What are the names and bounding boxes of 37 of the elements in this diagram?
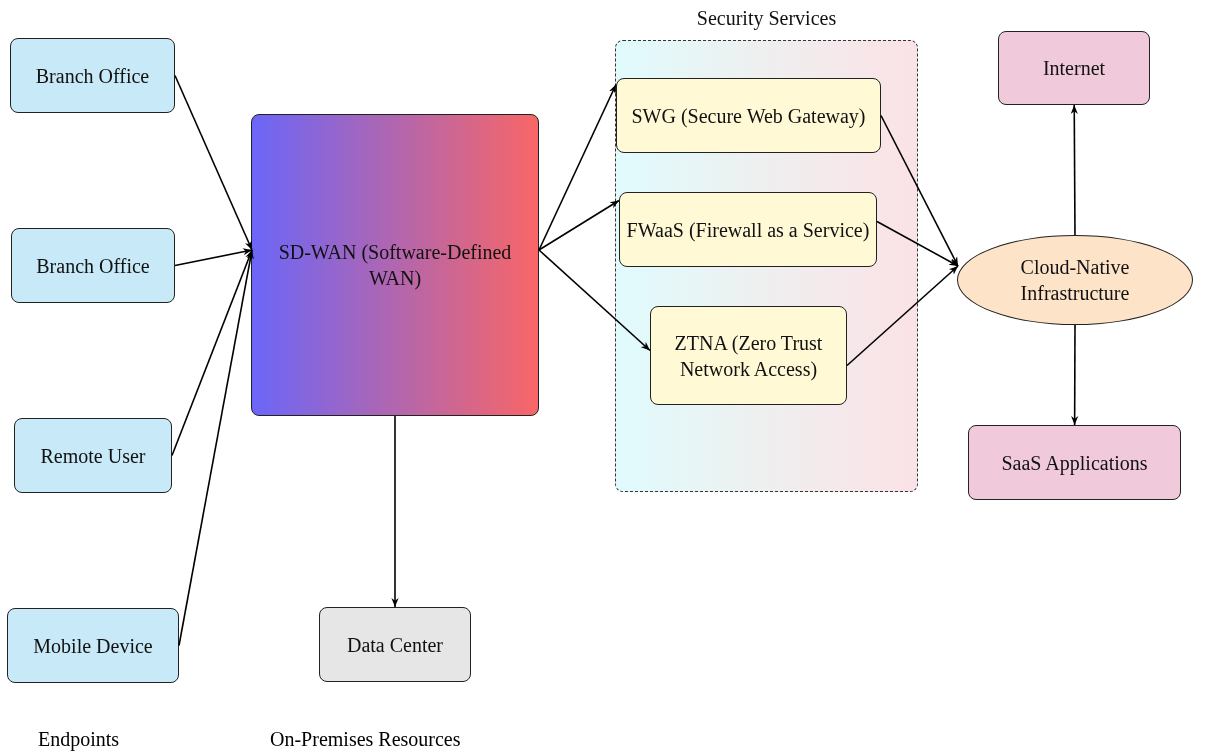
service-box — [616, 78, 881, 153]
endpoint-box — [10, 38, 175, 113]
node-label: Data Center — [345, 632, 445, 658]
node-label: Branch Office — [34, 63, 151, 89]
endpoint-box — [11, 228, 175, 303]
group-label: Endpoints — [38, 728, 120, 751]
arrow — [1071, 324, 1079, 426]
group-label: On-Premises Resources — [270, 728, 461, 751]
node-label: Branch Office — [35, 253, 151, 279]
saas-box — [968, 425, 1181, 500]
node-label: Cloud-Native Infrastructure — [1019, 255, 1131, 306]
endpoint-box — [7, 608, 179, 683]
arrow — [538, 249, 651, 352]
data-center-box — [319, 607, 471, 682]
node-label: Remote User — [39, 443, 147, 469]
endpoint-box — [14, 418, 172, 493]
arrow — [174, 248, 253, 267]
arrow — [846, 265, 959, 367]
arrow — [174, 74, 253, 251]
node-label: ZTNA (Zero Trust Network Access) — [673, 330, 824, 382]
arrow — [876, 220, 959, 267]
arrow — [538, 199, 620, 251]
node-label: Mobile Device — [32, 633, 154, 659]
node-label: SD-WAN (Software-Defined WAN) — [277, 240, 513, 291]
sd-wan-box — [251, 114, 539, 416]
service-box — [650, 306, 847, 405]
node-label: SaaS Applications — [1000, 450, 1149, 476]
internet-box — [998, 31, 1150, 105]
arrow — [538, 83, 617, 251]
container-heading: Security Services — [695, 6, 838, 31]
node-label: FWaaS (Firewall as a Service) — [625, 217, 871, 243]
arrow — [391, 415, 399, 608]
node-label: SWG (Secure Web Gateway) — [630, 103, 867, 129]
node-label: Internet — [1041, 56, 1107, 81]
arrow — [1070, 104, 1078, 236]
service-box — [619, 192, 877, 267]
arrow — [880, 114, 959, 267]
